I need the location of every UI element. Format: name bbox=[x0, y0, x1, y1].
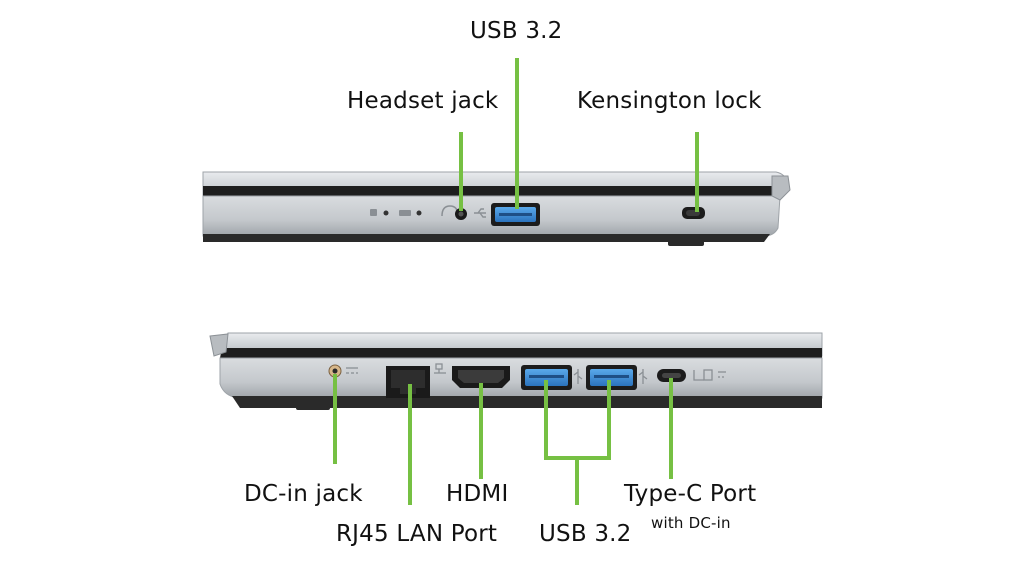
label-usb-top: USB 3.2 bbox=[470, 18, 563, 44]
hdmi-port bbox=[452, 366, 510, 388]
usb-a-port-top bbox=[491, 203, 540, 226]
label-type-c-port: Type-C Port bbox=[624, 481, 757, 507]
rj45-port bbox=[386, 366, 430, 398]
usb-icon bbox=[638, 369, 648, 384]
label-headset-jack: Headset jack bbox=[347, 88, 499, 114]
label-dc-in-jack: DC-in jack bbox=[244, 481, 363, 507]
usb-a-port-left-1 bbox=[521, 365, 572, 390]
dc-icon bbox=[346, 367, 358, 374]
type-c-icons bbox=[693, 369, 726, 381]
label-usb-bottom: USB 3.2 bbox=[539, 521, 632, 547]
usb-icon bbox=[573, 369, 583, 384]
kensington-slot bbox=[682, 207, 705, 219]
leader-lines bbox=[333, 58, 699, 505]
label-rj45-lan-port: RJ45 LAN Port bbox=[336, 521, 498, 547]
usb-icon bbox=[474, 208, 486, 218]
label-type-c-sub: with DC-in bbox=[651, 514, 731, 532]
network-icon bbox=[434, 363, 446, 374]
rubber-foot bbox=[668, 240, 704, 246]
label-kensington-lock: Kensington lock bbox=[577, 88, 762, 114]
rubber-foot bbox=[296, 404, 330, 410]
status-indicators bbox=[370, 209, 422, 216]
laptop-left-side bbox=[209, 332, 823, 410]
laptop-right-side bbox=[202, 171, 791, 246]
type-c-port bbox=[657, 369, 686, 382]
dc-in-jack bbox=[328, 364, 342, 378]
label-hdmi: HDMI bbox=[446, 481, 509, 507]
usb-a-port-left-2 bbox=[586, 365, 637, 390]
